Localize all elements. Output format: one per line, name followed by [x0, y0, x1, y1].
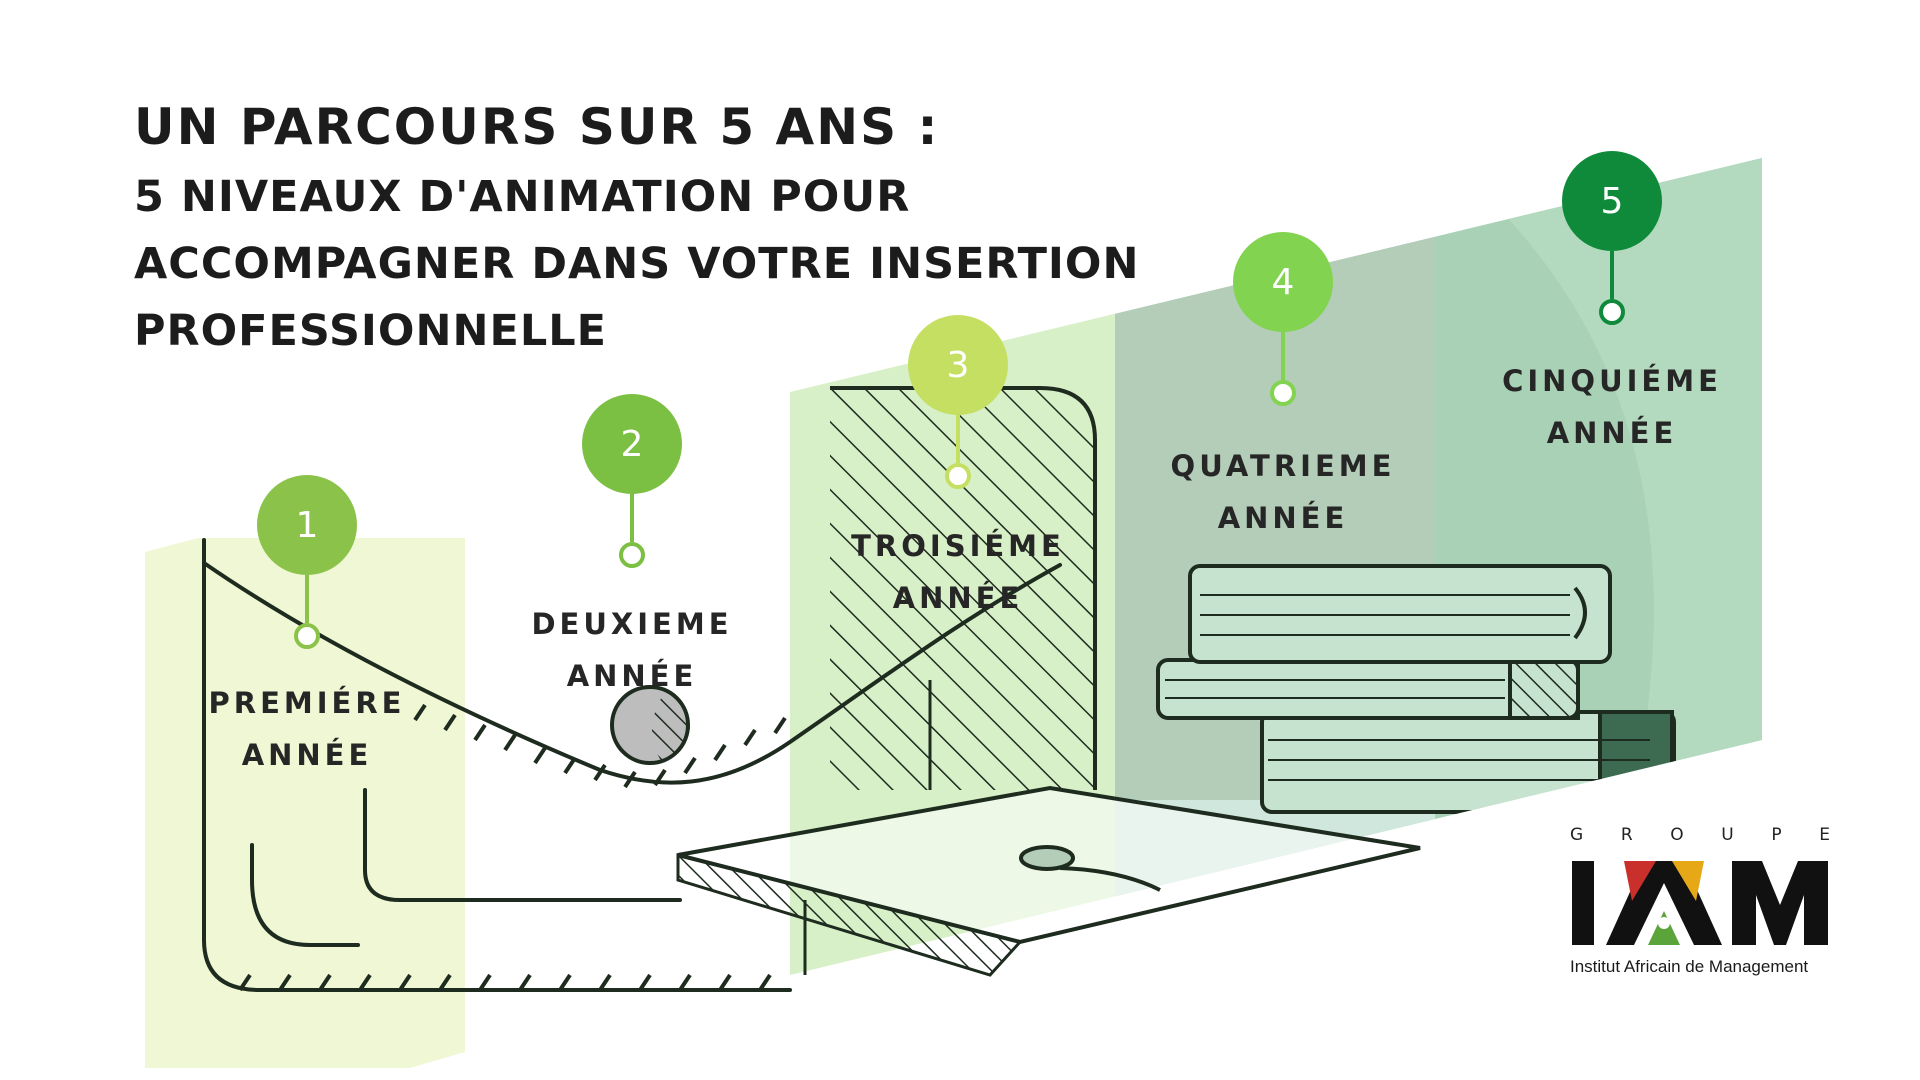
step-dot — [619, 542, 645, 568]
panel-year-5-arc — [1480, 158, 1762, 760]
step-marker-5: 5 — [1562, 151, 1662, 325]
panel-year-1 — [145, 538, 198, 1068]
year-label-3: TROISIÉME ANNÉE — [798, 520, 1118, 624]
step-stem — [630, 494, 634, 542]
year-label-line-2: ANNÉE — [241, 738, 373, 772]
logo-letter: P — [1771, 825, 1782, 845]
hatched-wall — [830, 386, 1097, 790]
year-label-5: CINQUIÉME ANNÉE — [1452, 355, 1772, 459]
step-bubble: 5 — [1562, 151, 1662, 251]
step-marker-3: 3 — [908, 315, 1008, 489]
year-label-line-1: CINQUIÉME — [1502, 364, 1722, 398]
mortarboard — [676, 785, 1421, 977]
step-marker-1: 1 — [257, 475, 357, 649]
logo-letter: G — [1570, 825, 1584, 845]
year-label-2: DEUXIEME ANNÉE — [472, 598, 792, 702]
year-label-line-1: TROISIÉME — [851, 529, 1065, 563]
step-dot — [294, 623, 320, 649]
year-label-4: QUATRIEME ANNÉE — [1123, 440, 1443, 544]
step-dot — [1599, 299, 1625, 325]
ball — [610, 685, 691, 765]
step-stem — [305, 575, 309, 623]
iam-logo: G R O U P E Institut Africain de Managem… — [1570, 825, 1830, 985]
year-label-line-1: QUATRIEME — [1170, 449, 1396, 483]
panel-year-1b — [198, 538, 465, 1068]
step-stem — [1281, 332, 1285, 380]
step-bubble: 4 — [1233, 232, 1333, 332]
step-bubble: 1 — [257, 475, 357, 575]
title-line-3: PROFESSIONNELLE — [134, 306, 608, 356]
step-stem — [1610, 251, 1614, 299]
year-label-line-2: ANNÉE — [566, 659, 698, 693]
logo-letter: E — [1819, 825, 1830, 845]
logo-tagline: Institut Africain de Management — [1570, 957, 1809, 976]
step-bubble: 2 — [582, 394, 682, 494]
logo-iam-mark — [1572, 861, 1828, 945]
year-label-1: PREMIÉRE ANNÉE — [147, 677, 467, 781]
logo-letter: U — [1721, 825, 1734, 845]
title-line-1: 5 NIVEAUX D'ANIMATION POUR — [134, 172, 911, 222]
logo-groupe-text: G R O U P E — [1570, 825, 1830, 845]
step-stem — [956, 415, 960, 463]
title-main: UN PARCOURS SUR 5 ANS : — [134, 98, 940, 156]
logo-letter: R — [1620, 825, 1633, 845]
step-bubble: 3 — [908, 315, 1008, 415]
year-label-line-2: ANNÉE — [892, 581, 1024, 615]
year-label-line-1: PREMIÉRE — [208, 686, 406, 720]
title-line-2: ACCOMPAGNER DANS VOTRE INSERTION — [134, 239, 1140, 289]
halfpipe-hatch — [238, 703, 787, 992]
logo-letter: O — [1670, 825, 1684, 845]
step-dot — [1270, 380, 1296, 406]
step-marker-2: 2 — [582, 394, 682, 568]
year-label-line-1: DEUXIEME — [531, 607, 733, 641]
year-label-line-2: ANNÉE — [1546, 416, 1678, 450]
step-dot — [945, 463, 971, 489]
year-label-line-2: ANNÉE — [1217, 501, 1349, 535]
step-marker-4: 4 — [1233, 232, 1333, 406]
